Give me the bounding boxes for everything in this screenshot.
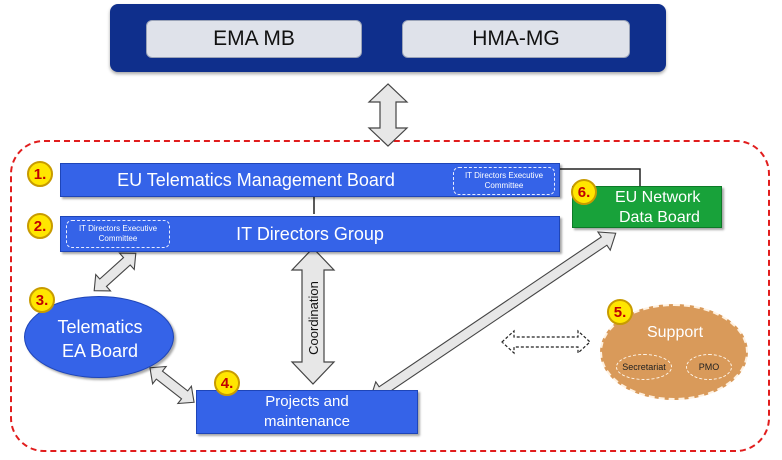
network-line2: Data Board: [619, 209, 700, 226]
mgmt-to-network-line: [560, 168, 641, 186]
badge-6: 6.: [571, 179, 597, 205]
ea-board-line1: Telematics: [57, 317, 143, 337]
coordination-label: Coordination: [306, 281, 321, 355]
itdg-committee-tag: IT Directors Executive Committee: [66, 220, 170, 248]
projects-and-maintenance: Projects and maintenance: [196, 390, 418, 434]
ea-projects-arrow: [149, 365, 195, 405]
badge-1: 1.: [27, 161, 53, 187]
badge-5: 5.: [607, 299, 633, 325]
secretariat-ellipse: Secretariat: [616, 354, 672, 380]
management-committee-tag: IT Directors Executive Committee: [453, 167, 555, 195]
badge-3: 3.: [29, 287, 55, 313]
eu-telematics-management-board: EU Telematics Management Board IT Direct…: [60, 163, 560, 197]
itdg-ea-arrow: [93, 252, 137, 292]
network-line1: EU Network: [615, 189, 701, 206]
badge-2: 2.: [27, 213, 53, 239]
hma-mg-box: HMA-MG: [402, 20, 630, 58]
badge-4: 4.: [214, 370, 240, 396]
it-directors-group: IT Directors Executive Committee IT Dire…: [60, 216, 560, 252]
coordination-arrow: [290, 247, 336, 385]
support-title: Support: [646, 324, 704, 341]
projects-line1: Projects and: [265, 393, 349, 410]
governance-header: EMA MB HMA-MG: [110, 4, 666, 72]
header-double-arrow: [367, 83, 409, 147]
ema-mb-box: EMA MB: [146, 20, 362, 58]
ea-board-line2: EA Board: [61, 341, 139, 361]
eu-network-data-board: EU Network Data Board: [572, 186, 722, 228]
support-dashed-arrow: [501, 329, 591, 355]
itdg-title: IT Directors Group: [236, 223, 384, 244]
management-board-title: EU Telematics Management Board: [117, 169, 395, 190]
pmo-ellipse: PMO: [686, 354, 732, 380]
projects-line2: maintenance: [264, 413, 350, 430]
